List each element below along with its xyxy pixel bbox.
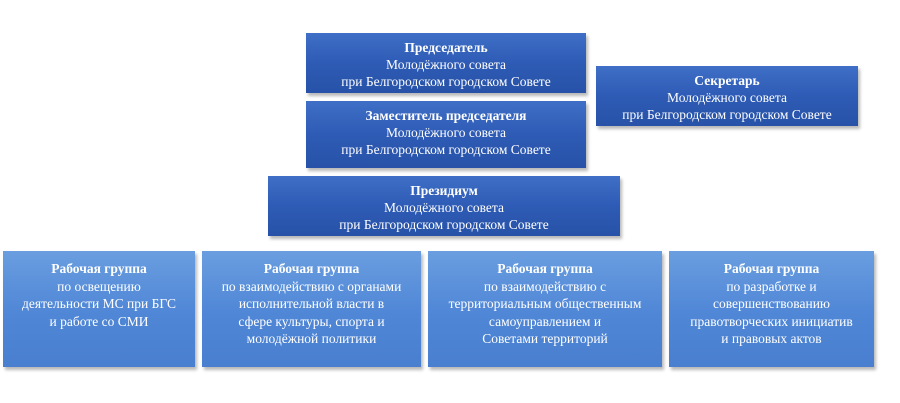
working-group-title: Рабочая группа [263, 261, 360, 276]
presidium-box: Президиум Молодёжного совета при Белгоро… [268, 176, 620, 236]
working-group-line: и правовых актов [721, 331, 822, 346]
secretary-title: Секретарь [694, 73, 760, 88]
working-group-line: правотворческих инициатив [690, 313, 853, 329]
secretary-box: Секретарь Молодёжного совета при Белгоро… [596, 66, 858, 126]
working-group-line: территориальным общественным [448, 296, 642, 311]
working-group-line: по взаимодействию с органами [221, 278, 402, 294]
secretary-line-1: Молодёжного совета [667, 90, 787, 105]
working-group-line: исполнительной власти в [238, 296, 385, 311]
chairman-line-1: Молодёжного совета [386, 57, 506, 72]
deputy-chairman-box: Заместитель председателя Молодёжного сов… [306, 101, 586, 168]
deputy-title: Заместитель председателя [365, 108, 527, 123]
deputy-line-1: Молодёжного совета [386, 125, 506, 140]
working-group-title: Рабочая группа [51, 261, 147, 276]
presidium-line-1: Молодёжного совета [384, 200, 504, 215]
working-group-line: Советами территорий [482, 331, 608, 346]
chairman-line-2: при Белгородском городском Совете [341, 74, 551, 89]
working-group-line: по освещению [57, 278, 141, 294]
working-group-title: Рабочая группа [497, 261, 593, 276]
working-group-media: Рабочая группа по освещению деятельности… [3, 251, 195, 367]
working-group-self-government: Рабочая группа по взаимодействию с терри… [428, 251, 662, 367]
working-group-line: деятельности МС при БГС [22, 296, 176, 311]
chairman-box: Председатель Молодёжного совета при Белг… [306, 33, 586, 93]
secretary-line-2: при Белгородском городском Совете [622, 107, 832, 122]
working-group-line: по взаимодействию с [483, 278, 607, 294]
working-group-line: молодёжной политики [246, 331, 377, 346]
working-group-line: самоуправлением и [488, 313, 602, 329]
working-group-line: по разработке и [726, 278, 817, 294]
deputy-line-2: при Белгородском городском Совете [341, 142, 551, 157]
working-group-line: сфере культуры, спорта и [238, 313, 385, 329]
working-group-line: и работе со СМИ [49, 313, 149, 329]
working-group-line: совершенствованию [712, 296, 831, 311]
presidium-line-2: при Белгородском городском Совете [339, 217, 549, 232]
working-group-title: Рабочая группа [723, 261, 820, 276]
working-group-legislation: Рабочая группа по разработке и совершенс… [669, 251, 874, 367]
chairman-title: Председатель [404, 40, 488, 55]
presidium-title: Президиум [410, 183, 478, 198]
working-group-culture: Рабочая группа по взаимодействию с орган… [202, 251, 421, 367]
